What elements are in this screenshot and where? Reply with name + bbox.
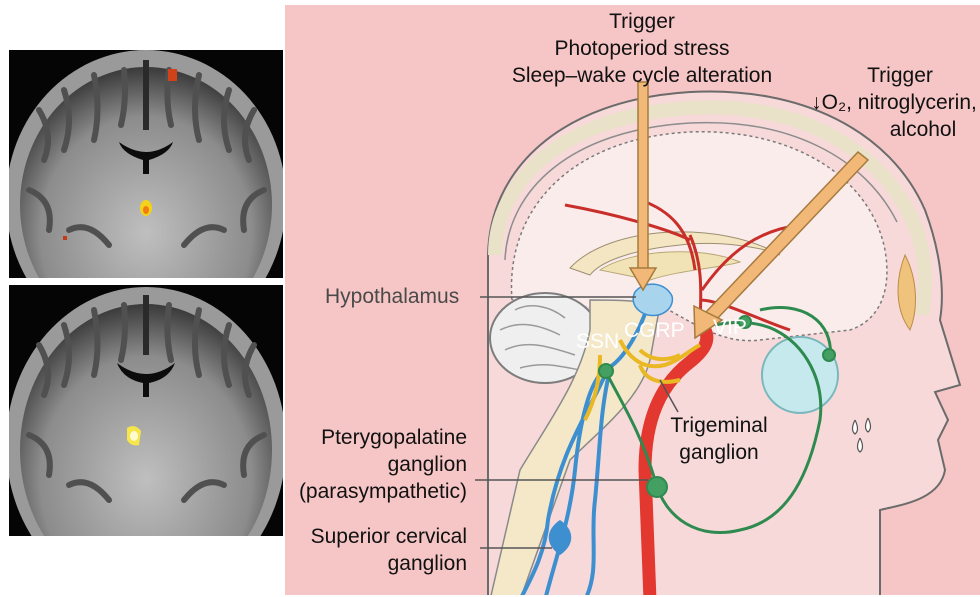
label-cgrp: CGRP: [624, 318, 685, 344]
mri-coronal-slice-bottom: [9, 285, 283, 536]
eye-green-node: [823, 349, 835, 361]
activation-focus-cortex: [168, 69, 177, 81]
trigger-right-heading: Trigger: [867, 63, 933, 89]
hypothalamus-region: [633, 284, 672, 315]
label-ssn: SSN: [576, 329, 619, 355]
midline-fissure: [143, 295, 149, 355]
label-pterygopalatine-line1: Pterygopalatine: [321, 425, 467, 451]
trigger-right-line2: alcohol: [890, 117, 957, 143]
ssn-node: [599, 364, 613, 378]
label-trigeminal-line2: ganglion: [679, 440, 758, 466]
label-scg-line2: ganglion: [388, 551, 467, 577]
trigger-top-heading: Trigger: [609, 9, 675, 35]
label-trigeminal-line1: Trigeminal: [670, 413, 767, 439]
label-pterygopalatine-line2: ganglion: [388, 452, 467, 478]
headache-pathway-diagram: Trigger Photoperiod stress Sleep–wake cy…: [285, 5, 980, 595]
label-vip: VIP: [713, 315, 747, 341]
trigger-top-line2: Sleep–wake cycle alteration: [512, 63, 772, 89]
trigger-right-line1: ↓O₂, nitroglycerin,: [811, 90, 977, 116]
activation-focus-brainstem-core: [130, 431, 138, 441]
activation-focus-temporal: [63, 236, 67, 240]
label-pterygopalatine-line3: (parasympathetic): [299, 479, 467, 505]
mri-top-image: [9, 50, 283, 278]
midline-fissure: [143, 60, 149, 130]
mri-bottom-image: [9, 285, 283, 536]
activation-focus-hypothalamus-core: [143, 206, 149, 214]
mri-coronal-slice-top: [9, 50, 283, 278]
trigger-top-line1: Photoperiod stress: [554, 36, 729, 62]
label-hypothalamus: Hypothalamus: [325, 284, 459, 310]
pterygopalatine-ganglion-node: [647, 477, 667, 497]
label-scg-line1: Superior cervical: [311, 524, 467, 550]
